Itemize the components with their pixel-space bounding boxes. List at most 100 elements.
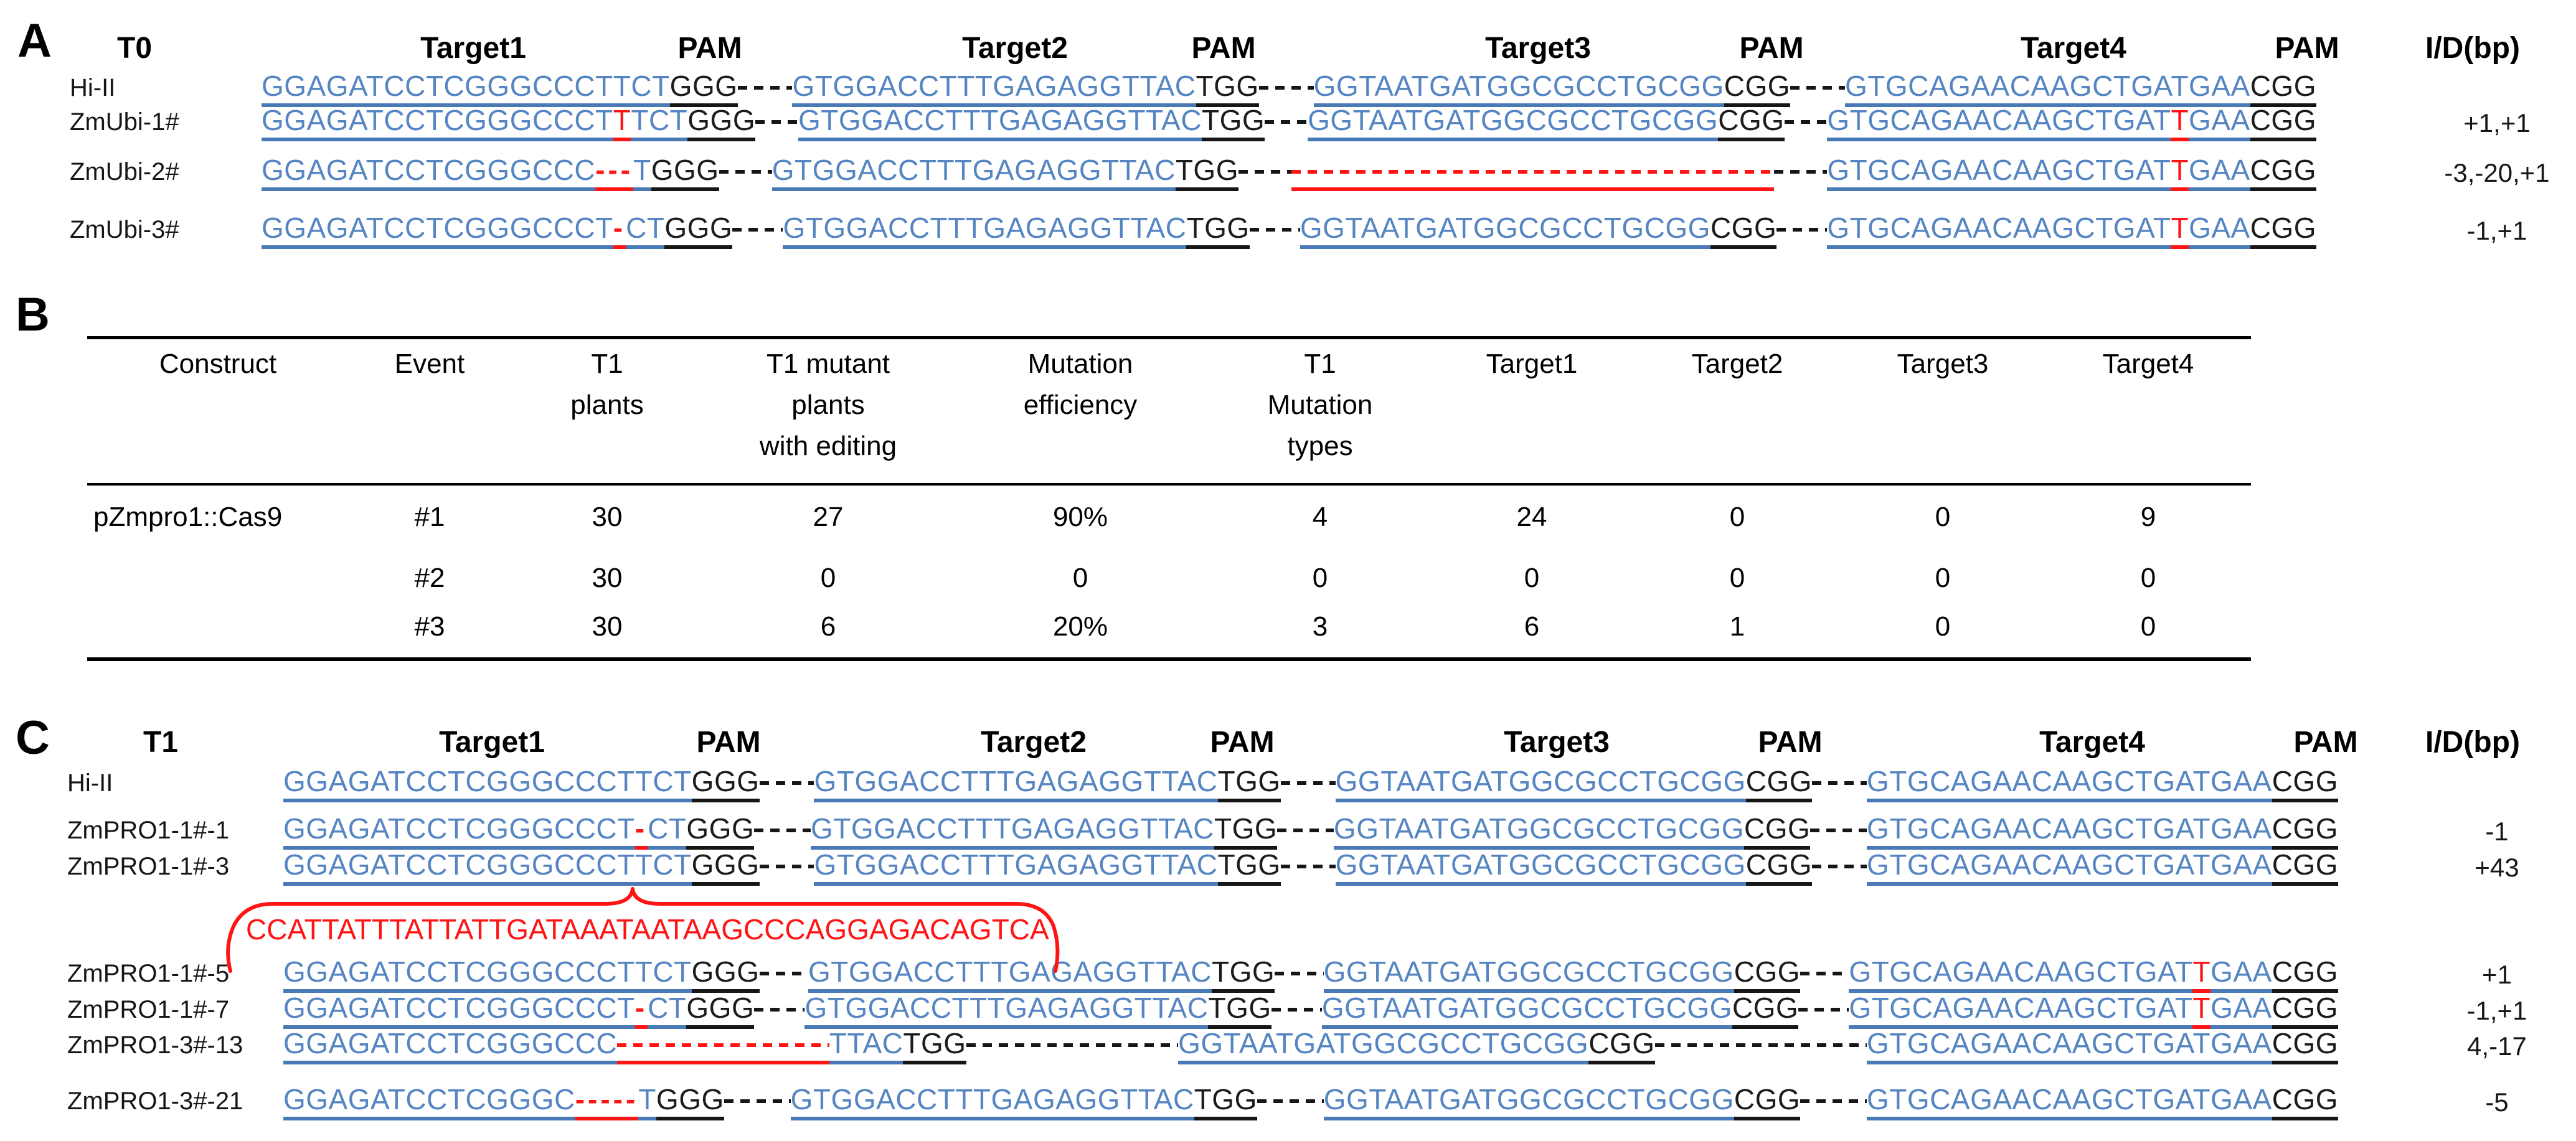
pam-header: PAM	[1739, 32, 1804, 65]
indel-value: -3,-20,+1	[2444, 158, 2550, 187]
target-header: Target4	[2039, 726, 2145, 759]
seq-segment: TGG	[1214, 814, 1278, 850]
seq-segment: T	[2171, 106, 2189, 141]
seq-segment: GGAGATCCTCGGGCCCTTCT	[262, 72, 670, 107]
deleted-region	[617, 1029, 829, 1064]
table-cell: 0	[1729, 563, 1745, 593]
seq-segment: CGG	[2250, 72, 2316, 107]
pam-header: PAM	[677, 32, 742, 65]
seq-segment: TGG	[1175, 156, 1238, 191]
seq-segment: CGG	[1710, 214, 1777, 249]
pam-header: PAM	[696, 726, 761, 759]
dash-separator	[1810, 829, 1867, 832]
dash-separator	[759, 781, 814, 785]
seq-segment: CGG	[1734, 1085, 1801, 1120]
deletion-dashes: -	[635, 814, 648, 850]
seq-segment: CGG	[1724, 72, 1791, 107]
dash-separator	[1784, 120, 1828, 124]
seq-segment: GGG	[686, 993, 755, 1029]
table-cell: 0	[1935, 502, 1951, 532]
row-label: ZmPRO1-1#-3	[67, 853, 230, 880]
row-label: ZmUbi-2#	[70, 158, 179, 185]
dash-separator	[737, 86, 793, 90]
seq-segment: GTGCAGAACAAGCTGAT	[1849, 993, 2193, 1029]
indel-value: +1	[2482, 960, 2512, 989]
panel-c-id-header: I/D(bp)	[2425, 726, 2520, 759]
dash-separator	[755, 120, 799, 124]
row-label: ZmPRO1-3#-13	[67, 1031, 243, 1059]
seq-segment: GGTAATGATGGCGCCTGCGG	[1313, 72, 1724, 107]
seq-segment: CGG	[1588, 1029, 1655, 1064]
row-label: Hi-II	[67, 769, 113, 797]
pam-header: PAM	[2275, 32, 2339, 65]
seq-segment: TGG	[1217, 850, 1281, 886]
seq-segment: CGG	[2250, 156, 2316, 191]
seq-segment: CGG	[2250, 214, 2316, 249]
seq-segment: GTGGACCTTTGAGAGGTTAC	[783, 214, 1187, 249]
table-cell: 30	[592, 611, 623, 642]
pam-header: PAM	[1758, 726, 1823, 759]
dash-separator	[1271, 1008, 1322, 1012]
seq-segment: GAA	[2189, 106, 2250, 141]
row-label: ZmPRO1-1#-7	[67, 996, 230, 1023]
table-rule-header	[87, 483, 2251, 486]
seq-segment: GTGGACCTTTGAGAGGTTAC	[810, 814, 1215, 850]
seq-segment: GGTAATGATGGCGCCTGCGG	[1178, 1029, 1589, 1064]
target-header: Target1	[439, 726, 545, 759]
table-rule-bottom	[87, 657, 2251, 661]
row-label: ZmPRO1-1#-5	[67, 960, 230, 987]
table-header-event: Event	[394, 349, 465, 379]
seq-segment: GGTAATGATGGCGCCTGCGG	[1308, 106, 1719, 141]
seq-segment: GTGCAGAACAAGCTGAT	[1827, 156, 2171, 191]
seq-segment: GTGCAGAACAAGCTGAT	[1849, 957, 2193, 993]
seq-segment: TGG	[1196, 72, 1259, 107]
indel-value: -1	[2485, 817, 2509, 846]
row-label: Hi-II	[70, 74, 116, 101]
seq-segment: GGAGATCCTCGGGC	[283, 1085, 575, 1120]
table-construct-cell: pZmpro1::Cas9	[93, 502, 283, 532]
seq-segment: CGG	[1744, 814, 1811, 850]
seq-segment: T	[2171, 156, 2189, 191]
seq-segment: CGG	[2272, 993, 2338, 1029]
seq-segment: GTGGACCTTTGAGAGGTTAC	[804, 993, 1209, 1029]
seq-segment: GGTAATGATGGCGCCTGCGG	[1333, 814, 1745, 850]
seq-segment: GGG	[664, 214, 733, 249]
seq-segment: GGG	[656, 1085, 724, 1120]
dash-separator	[724, 1099, 791, 1103]
deletion-dashes: -	[613, 214, 626, 249]
table-cell: 4	[1312, 502, 1328, 532]
seq-segment: GGG	[691, 767, 760, 802]
seq-segment: GTGGACCTTTGAGAGGTTAC	[790, 1085, 1194, 1120]
seq-segment: GGTAATGATGGCGCCTGCGG	[1323, 957, 1734, 993]
seq-segment: CT	[626, 214, 665, 249]
table-cell: 20%	[1052, 611, 1108, 642]
dash-separator	[754, 1008, 805, 1012]
seq-segment: GAA	[2189, 156, 2250, 191]
seq-segment: GTGGACCTTTGAGAGGTTAC	[808, 957, 1212, 993]
dash-separator	[1800, 1099, 1867, 1103]
dash-separator	[1258, 86, 1314, 90]
seq-segment: GTGCAGAACAAGCTGATGAA	[1867, 1085, 2272, 1120]
seq-segment: T	[638, 1085, 656, 1120]
seq-segment: TGG	[1194, 1085, 1257, 1120]
table-cell: 0	[2140, 563, 2156, 593]
dash-separator	[1776, 228, 1828, 232]
indel-value: -1,+1	[2466, 996, 2527, 1025]
seq-segment: GTGGACCTTTGAGAGGTTAC	[814, 850, 1218, 886]
seq-segment: CT	[648, 814, 687, 850]
table-cell: 6	[1524, 611, 1540, 642]
deletion-dashes: -	[635, 993, 648, 1029]
dash-separator	[754, 829, 811, 832]
seq-segment: GTGCAGAACAAGCTGAT	[1827, 106, 2171, 141]
dash-separator	[759, 865, 814, 868]
seq-segment: GGTAATGATGGCGCCTGCGG	[1335, 850, 1746, 886]
panel-a-id-header: I/D(bp)	[2425, 32, 2520, 65]
seq-segment: GTGCAGAACAAGCTGATGAA	[1867, 814, 2272, 850]
table-cell: 0	[1524, 563, 1540, 593]
